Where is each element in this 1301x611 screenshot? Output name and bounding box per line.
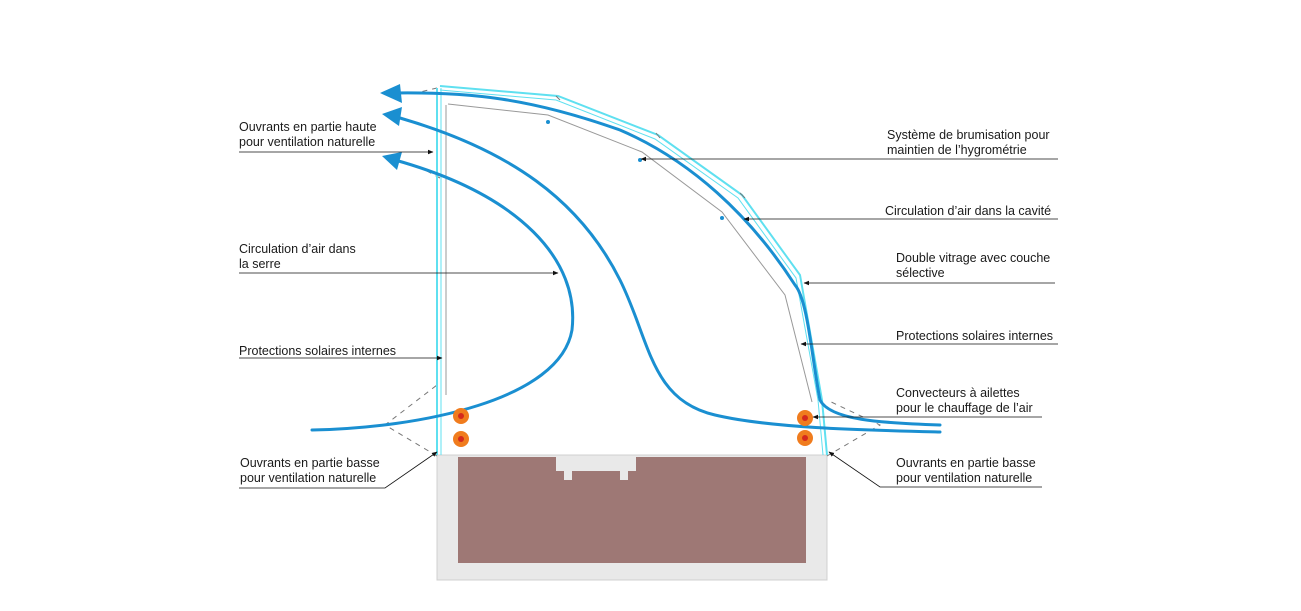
roof-double-glazing — [439, 85, 828, 456]
label-left-circulation-line1: Circulation d’air dans — [239, 242, 356, 256]
air-flows — [310, 91, 942, 434]
label-right-cavity-circulation: Circulation d’air dans la cavité — [885, 204, 1051, 219]
label-right-solar-protections: Protections solaires internes — [896, 329, 1053, 344]
left-glazing-wall — [436, 88, 442, 455]
label-right-bottom-openings: Ouvrants en partie basse pour ventilatio… — [896, 456, 1036, 486]
leader-lines — [239, 149, 1058, 489]
soil — [458, 457, 806, 563]
label-right-cavity-line1: Circulation d’air dans la cavité — [885, 204, 1052, 218]
air-flow-arrowheads — [380, 84, 402, 170]
label-left-bottom-line1: Ouvrants en partie basse — [240, 456, 380, 470]
label-left-bottom-openings: Ouvrants en partie basse pour ventilatio… — [240, 456, 380, 486]
label-right-misting-line2: maintien de l’hygrométrie — [887, 143, 1027, 157]
label-left-top-line2: pour ventilation naturelle — [239, 135, 376, 149]
finned-convectors — [453, 408, 813, 447]
opening-dashes — [384, 87, 882, 457]
label-right-misting-line1: Système de brumisation pour — [887, 128, 1050, 142]
planter-support — [556, 457, 636, 471]
air-flow-serre — [310, 158, 575, 432]
internal-solar-screens — [445, 103, 813, 403]
air-flow-cavity — [393, 91, 942, 427]
label-right-protections-line1: Protections solaires internes — [896, 329, 1054, 343]
label-left-solar-protections: Protections solaires internes — [239, 344, 396, 359]
label-left-protections-line1: Protections solaires internes — [239, 344, 397, 358]
label-right-convectors-line1: Convecteurs à ailettes — [896, 386, 1020, 400]
label-left-circulation-line2: la serre — [239, 257, 281, 271]
label-left-air-circulation: Circulation d’air dans la serre — [239, 242, 356, 272]
label-right-glazing-line1: Double vitrage avec couche — [896, 251, 1051, 265]
misting-nozzles — [546, 120, 724, 220]
label-right-convectors: Convecteurs à ailettes pour le chauffage… — [896, 386, 1033, 416]
label-right-bottom-line2: pour ventilation naturelle — [896, 471, 1033, 485]
label-left-bottom-line2: pour ventilation naturelle — [240, 471, 377, 485]
label-left-top-line1: Ouvrants en partie haute — [239, 120, 377, 134]
label-right-double-glazing: Double vitrage avec couche sélective — [896, 251, 1050, 281]
label-left-top-openings: Ouvrants en partie haute pour ventilatio… — [239, 120, 377, 150]
label-right-convectors-line2: pour le chauffage de l’air — [896, 401, 1033, 415]
label-right-misting: Système de brumisation pour maintien de … — [887, 128, 1050, 158]
label-right-glazing-line2: sélective — [896, 266, 945, 280]
planter-bed — [436, 454, 828, 581]
label-right-bottom-line1: Ouvrants en partie basse — [896, 456, 1036, 470]
air-flow-inner — [398, 116, 942, 434]
